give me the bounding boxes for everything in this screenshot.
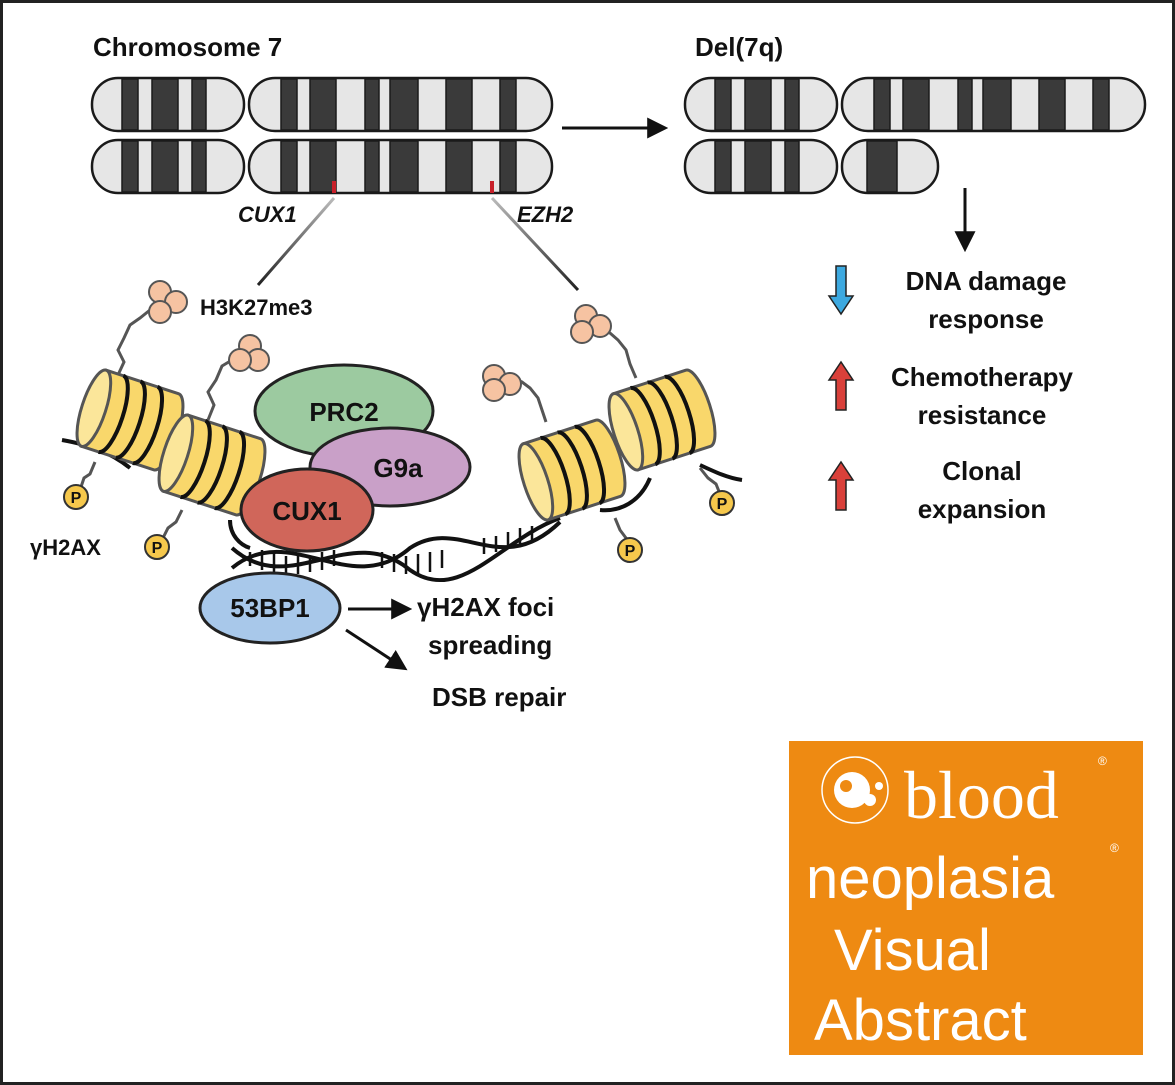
histone-tail-me3-3 <box>482 364 548 423</box>
linker-dna <box>699 463 743 482</box>
prc2-label: PRC2 <box>309 397 378 427</box>
up-arrow-icon <box>827 460 855 511</box>
logo-registered-1: ® <box>1098 754 1107 768</box>
outcome-1-line1: DNA damage <box>906 266 1067 296</box>
up-arrow-icon <box>827 360 855 411</box>
nucleosome-4 <box>607 368 717 472</box>
53bp1-label: 53BP1 <box>230 593 310 623</box>
histone-tail-me3-4 <box>570 304 638 379</box>
cux1-protein-label: CUX1 <box>272 496 341 526</box>
outcome-2-line2: resistance <box>918 400 1047 430</box>
ezh2-zoom-line <box>490 196 580 292</box>
outcome-3-line1: Clonal <box>942 456 1021 486</box>
ash-seal-icon <box>821 756 889 824</box>
phospho-label: P <box>71 490 82 507</box>
phospho-label: P <box>717 496 728 513</box>
outcome-dna-damage: DNA damage response <box>827 265 1067 334</box>
del7q-deleted-chromosome <box>683 138 940 195</box>
cux1-locus-marker <box>332 181 336 193</box>
logo-visual: Visual <box>834 918 991 983</box>
histone-tail-me3-2 <box>206 334 270 421</box>
del7q-title: Del(7q) <box>695 32 783 62</box>
cux1-gene-label: CUX1 <box>238 202 297 227</box>
down-arrow-icon <box>827 265 855 316</box>
histone-tail-phospho-2: P <box>144 509 184 560</box>
h3k27me3-label: H3K27me3 <box>200 295 313 320</box>
outcome-chemo-resistance: Chemotherapy resistance <box>827 360 1074 430</box>
dsb-repair-arrow <box>345 628 408 671</box>
logo-abstract: Abstract <box>814 988 1027 1053</box>
ezh2-locus-marker <box>490 181 494 193</box>
linker-dna <box>599 477 652 513</box>
nucleosome-3 <box>517 418 627 522</box>
outcome-1-line2: response <box>928 304 1044 334</box>
linker-dna <box>228 519 251 550</box>
gamma-h2ax-label: γH2AX <box>30 535 101 560</box>
cux1-zoom-line <box>256 197 336 286</box>
cux1-protein: CUX1 <box>239 467 375 553</box>
del7q-normal-chromosome <box>683 76 1147 133</box>
histone-tail-phospho-3: P <box>613 517 643 563</box>
histone-tail-phospho-1: P <box>63 461 97 510</box>
foci-spreading-line1: γH2AX foci <box>417 592 554 622</box>
dna-double-helix <box>230 516 562 583</box>
outcome-2-line1: Chemotherapy <box>891 362 1074 392</box>
g9a-label: G9a <box>373 453 423 483</box>
nucleosome-2 <box>157 413 267 517</box>
ezh2-gene-label: EZH2 <box>517 202 574 227</box>
logo-neoplasia: neoplasia <box>806 846 1055 911</box>
phospho-label: P <box>152 540 163 557</box>
foci-spreading-line2: spreading <box>428 630 552 660</box>
dsb-repair-label: DSB repair <box>432 682 566 712</box>
logo-registered-2: ® <box>1110 841 1119 855</box>
outcome-clonal-expansion: Clonal expansion <box>827 456 1047 524</box>
blood-neoplasia-logo: blood ® neoplasia ® Visual Abstract <box>789 741 1143 1055</box>
outcome-3-line2: expansion <box>918 494 1047 524</box>
phospho-label: P <box>625 543 636 560</box>
logo-blood: blood <box>904 757 1059 833</box>
53bp1-protein: 53BP1 <box>198 571 342 645</box>
histone-tail-me3-1 <box>116 280 188 376</box>
chromosome-7-title: Chromosome 7 <box>93 32 282 62</box>
chromosome-7-top <box>90 76 554 133</box>
histone-tail-phospho-4: P <box>698 467 735 516</box>
chromosome-7-bottom <box>90 138 554 195</box>
